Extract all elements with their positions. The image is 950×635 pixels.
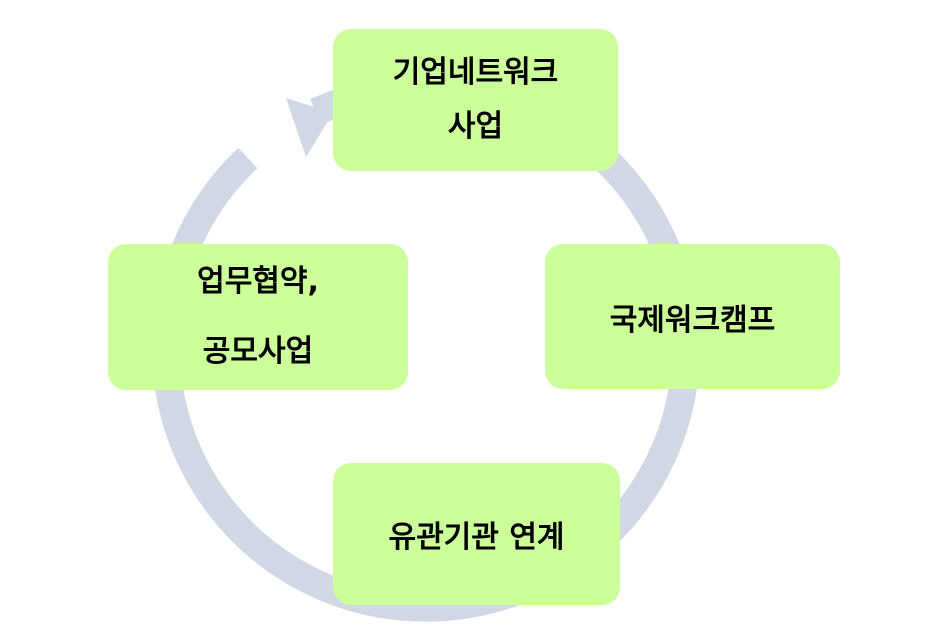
node-left-line2: 공모사업 [202, 334, 314, 369]
node-right-label: 국제워크캠프 [609, 302, 776, 338]
node-related-agency-link: 유관기관 연계 [333, 463, 620, 605]
node-international-workcamp: 국제워크캠프 [545, 244, 840, 389]
node-top-line1: 기업네트워크 [392, 55, 559, 90]
node-bottom-label: 유관기관 연계 [388, 520, 565, 555]
node-business-network: 기업네트워크 사업 [333, 29, 618, 171]
node-mou-contest: 업무협약, 공모사업 [108, 244, 408, 390]
cycle-arrowhead [286, 98, 333, 157]
node-left-line1: 업무협약, [197, 264, 319, 299]
node-top-line2: 사업 [447, 109, 504, 144]
